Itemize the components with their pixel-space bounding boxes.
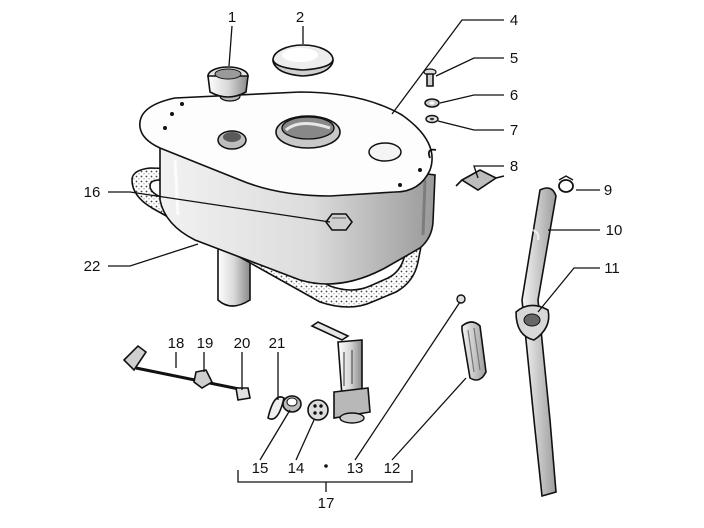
label-part-16: 16	[84, 184, 101, 201]
label-part-19: 19	[197, 335, 214, 352]
label-part-2: 2	[296, 9, 304, 26]
screw-5	[423, 68, 437, 87]
label-part-7: 7	[510, 122, 518, 139]
fuel-tank	[131, 90, 436, 308]
lock-washer-6	[424, 98, 440, 108]
tap-grip-12	[461, 321, 487, 381]
nut-19	[193, 369, 214, 389]
end-fitting-20	[235, 387, 251, 401]
label-part-6: 6	[510, 87, 518, 104]
label-part-11: 11	[604, 260, 620, 277]
part-labels: 1 2 4 5 6 7 8 9 10 11 12 13 14 15 16 17 …	[84, 9, 623, 512]
hose-clip-9	[558, 175, 574, 193]
label-part-18: 18	[168, 335, 185, 352]
label-part-9: 9	[604, 182, 612, 199]
filler-cap-1	[207, 66, 249, 98]
label-part-17: 17	[318, 495, 335, 512]
rod-18	[122, 344, 245, 392]
clip-8	[427, 148, 505, 191]
filter-cup-15	[282, 395, 302, 413]
label-part-12: 12	[384, 460, 401, 477]
label-part-14: 14	[288, 460, 305, 477]
cover-disc-2	[272, 44, 334, 77]
washer-7	[425, 114, 439, 124]
label-part-5: 5	[510, 50, 518, 67]
fuel-tap-13	[310, 294, 466, 424]
label-part-8: 8	[510, 158, 518, 175]
filter-disc-14	[307, 399, 329, 421]
label-part-13: 13	[347, 460, 364, 477]
label-part-15: 15	[252, 460, 269, 477]
leader-lines	[108, 19, 600, 492]
seal-ring-21	[267, 396, 285, 420]
grommet-11	[515, 304, 550, 341]
label-part-20: 20	[234, 335, 251, 352]
fuel-hose-10	[521, 187, 557, 498]
label-part-1: 1	[228, 9, 236, 26]
label-part-10: 10	[606, 222, 623, 239]
label-part-22: 22	[84, 258, 101, 275]
label-part-21: 21	[269, 335, 286, 352]
drain-plug-16	[325, 213, 353, 231]
label-part-4: 4	[510, 12, 518, 29]
